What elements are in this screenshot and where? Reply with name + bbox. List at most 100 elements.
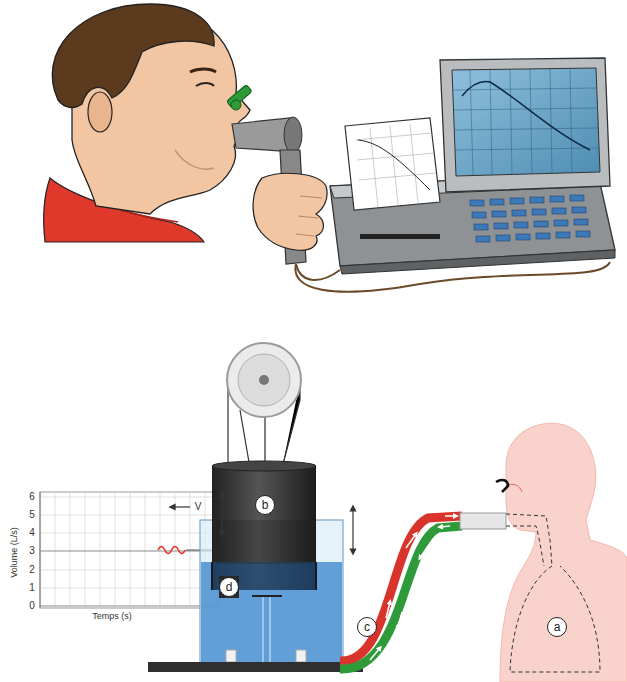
pulley-part [240,410,250,468]
spirometry-machine-part-part [530,197,544,203]
breathing-tubes-part [386,602,390,618]
spirometry-machine-part [345,118,440,210]
recording-graph [40,492,219,608]
recording-graph-part [40,492,218,608]
spirometry-machine-part-part [574,219,588,225]
spirometry-machine-part [340,250,615,274]
callout-circle: d [219,577,239,597]
spirometry-machine-part-part [355,133,436,180]
spirometry-machine-part-part [552,208,566,214]
spirometry-machine-part-part [496,235,510,241]
water-tank-part [216,520,312,564]
spirometry-machine-part [453,68,599,175]
spirometry-machine-part-part [514,222,528,228]
spirometry-machine-part-part [554,220,568,226]
subject-silhouette-part [496,480,508,492]
pulley-part [238,354,290,406]
handheld-spirometer-part [296,196,322,236]
patient-figure-part [196,83,214,86]
axis-tick: 0 [29,601,35,611]
spirometry-machine-part [470,195,590,242]
spirometry-machine-part-part [474,224,488,230]
breathing-tubes [340,513,506,669]
spirometry-machine-part-part [472,212,486,218]
axis-tick: 2 [29,565,35,575]
callout-circle: c [357,617,377,637]
pulley-part [227,343,301,417]
recording-graph-part [39,492,40,608]
spirometry-machine-part-part [492,211,506,217]
recording-graph-part [172,506,190,507]
spirometry-machine-part-part [570,195,584,201]
spirometry-machine-part-part [550,196,564,202]
breathing-tubes-part [445,515,456,517]
axis-tick: 3 [29,546,35,556]
recording-graph-part-part [40,497,218,588]
subject-silhouette [496,423,627,682]
axis-tick: 1 [29,583,35,593]
patient-figure-part [190,69,216,72]
spirometry-machine-part-part [512,210,526,216]
breathing-tubes-part [440,526,450,527]
callout-letter: d [226,581,233,593]
subject-silhouette-part [506,514,552,566]
breathing-tubes-part [420,546,428,558]
callout-circle: a [547,617,567,637]
callout-letter: b [262,499,269,511]
breathing-tubes-part [398,612,402,628]
breathing-tubes-part [460,513,506,529]
breathing-tubes-part [370,648,380,660]
spirometry-machine-part [355,124,436,207]
spirometry-machine-part-part [470,68,572,175]
water-tank-part [252,595,282,597]
spirometry-machine-part-part [476,236,490,242]
subject-silhouette-part [500,423,627,682]
spirometry-machine-part-part [536,233,550,239]
water-tank-part [212,461,316,471]
spirometry-machine-part-part [576,231,590,237]
spirometry-machine [330,58,615,274]
water-tank-part [352,508,353,552]
water-tank-part [219,576,239,598]
handheld-spirometer-part [284,117,302,153]
water-tank-part [148,662,363,672]
spirometry-machine-part-part [572,207,586,213]
spirometry-machine-part [462,82,590,150]
breathing-tubes-part [376,666,390,669]
spirometry-machine-part-part [370,124,418,207]
water-tank-part [201,562,342,665]
spirometry-machine-part-part [510,198,524,204]
recording-graph-part-part [55,492,205,608]
water-tank-part [226,650,236,662]
spirometry-machine-part-part [534,221,548,227]
subject-silhouette-part [510,566,600,672]
spirometry-machine-part-part [490,199,504,205]
water-tank-part [296,650,306,662]
axis-tick: 6 [29,492,35,502]
spirometry-machine-part [452,68,600,176]
spirometry-machine-part [440,58,610,192]
callout-letter: c [364,621,370,633]
water-tank [148,461,363,672]
patient-figure-part [52,4,214,107]
water-tank-part [200,520,343,666]
callout-letter: a [554,621,561,633]
handheld-spirometer-part [253,173,327,250]
spirometry-machine-part [358,140,430,190]
water-tank-part [263,596,270,662]
axis-title: Temps (s) [92,612,132,621]
recording-graph-part [40,551,218,606]
breathing-tubes-part [406,534,416,548]
spirometry-machine-part-part [453,88,599,150]
callout-circle: b [255,495,275,515]
patient-figure [44,4,253,242]
patient-figure-part [231,100,241,110]
spirometry-machine-part-part [516,234,530,240]
spirometry-machine-part [360,234,440,239]
pulley-part [259,375,269,385]
axis-tick: 5 [29,510,35,520]
water-tank-part [212,466,316,590]
